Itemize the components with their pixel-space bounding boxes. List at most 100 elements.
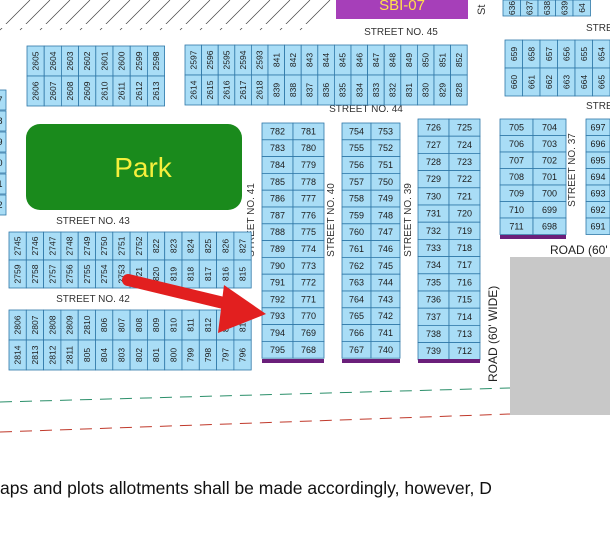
plot-844[interactable]: 844: [317, 44, 335, 76]
plot-694[interactable]: 694: [585, 168, 610, 186]
plot-742[interactable]: 742: [370, 307, 401, 325]
plot-710[interactable]: 710: [499, 201, 534, 219]
plot-788[interactable]: 788: [261, 223, 294, 242]
plot-701[interactable]: 701: [532, 168, 567, 186]
plot-774[interactable]: 774: [292, 240, 325, 258]
plot-658[interactable]: 658: [522, 39, 541, 69]
plot-2611[interactable]: 2611: [112, 75, 131, 107]
plot-754[interactable]: 754: [341, 122, 372, 141]
plot-804[interactable]: 804: [95, 339, 114, 371]
plot-720[interactable]: 720: [448, 204, 481, 223]
plot-802[interactable]: 802: [129, 339, 148, 371]
plot-2754[interactable]: 2754: [95, 259, 114, 289]
plot-833[interactable]: 833: [367, 74, 385, 106]
plot-806[interactable]: 806: [95, 309, 114, 341]
plot-832[interactable]: 832: [383, 74, 402, 106]
plot-2613[interactable]: 2613: [146, 75, 165, 107]
plot-2750[interactable]: 2750: [95, 231, 114, 261]
plot-771[interactable]: 771: [292, 290, 325, 309]
plot-815[interactable]: 815: [233, 259, 252, 289]
plot-712[interactable]: 712: [448, 342, 481, 361]
plot-749[interactable]: 749: [370, 189, 401, 208]
plot-740[interactable]: 740: [370, 340, 401, 359]
plot-2610[interactable]: 2610: [95, 75, 114, 107]
plot-2609[interactable]: 2609: [78, 75, 97, 107]
plot-791[interactable]: 791: [261, 273, 294, 292]
plot-2601[interactable]: 2601: [95, 45, 114, 77]
plot-692[interactable]: 692: [585, 201, 610, 219]
plot-719[interactable]: 719: [448, 221, 481, 240]
plot-703[interactable]: 703: [532, 135, 567, 153]
plot-728[interactable]: 728: [417, 152, 450, 171]
plot-805[interactable]: 805: [77, 339, 96, 371]
plot-784[interactable]: 784: [261, 156, 294, 174]
plot-776[interactable]: 776: [292, 206, 325, 225]
plot-790[interactable]: 790: [261, 256, 294, 275]
plot-656[interactable]: 656: [557, 39, 576, 69]
plot-780[interactable]: 780: [292, 139, 325, 158]
plot-704[interactable]: 704: [532, 118, 567, 136]
plot-2751[interactable]: 2751: [112, 231, 131, 261]
plot-845[interactable]: 845: [333, 44, 352, 76]
plot-1[interactable]: 1: [0, 173, 7, 195]
plot-752[interactable]: 752: [370, 139, 401, 158]
plot-777[interactable]: 777: [292, 189, 325, 208]
plot-730[interactable]: 730: [417, 187, 450, 206]
plot-709[interactable]: 709: [499, 184, 534, 202]
plot-792[interactable]: 792: [261, 290, 294, 309]
plot-2607[interactable]: 2607: [43, 75, 62, 107]
plot-2600[interactable]: 2600: [112, 45, 131, 77]
plot-801[interactable]: 801: [146, 339, 166, 371]
plot-823[interactable]: 823: [164, 231, 183, 261]
plot-738[interactable]: 738: [417, 324, 450, 343]
plot-778[interactable]: 778: [292, 172, 325, 191]
plot-729[interactable]: 729: [417, 170, 450, 189]
plot-2606[interactable]: 2606: [26, 75, 45, 107]
plot-2612[interactable]: 2612: [129, 75, 148, 107]
plot-746[interactable]: 746: [370, 240, 401, 258]
plot-2808[interactable]: 2808: [43, 309, 62, 341]
plot-849[interactable]: 849: [400, 44, 418, 76]
plot-761[interactable]: 761: [341, 240, 372, 258]
plot-713[interactable]: 713: [448, 324, 481, 343]
plot-726[interactable]: 726: [417, 118, 450, 137]
plot-748[interactable]: 748: [370, 206, 401, 225]
plot-706[interactable]: 706: [499, 135, 534, 153]
plot-782[interactable]: 782: [261, 122, 294, 141]
plot-794[interactable]: 794: [261, 324, 294, 342]
plot-696[interactable]: 696: [585, 135, 610, 153]
plot-716[interactable]: 716: [448, 273, 481, 292]
plot-660[interactable]: 660: [504, 67, 523, 97]
plot-693[interactable]: 693: [585, 184, 610, 202]
plot-715[interactable]: 715: [448, 290, 481, 309]
plot-841[interactable]: 841: [267, 44, 286, 76]
plot-809[interactable]: 809: [146, 309, 166, 341]
plot-697[interactable]: 697: [585, 118, 610, 136]
plot-798[interactable]: 798: [198, 339, 218, 371]
plot-830[interactable]: 830: [416, 74, 435, 106]
plot-2616[interactable]: 2616: [217, 74, 236, 106]
plot-800[interactable]: 800: [164, 339, 183, 371]
plot-2757[interactable]: 2757: [43, 259, 62, 289]
plot-7[interactable]: 7: [0, 89, 7, 111]
plot-818[interactable]: 818: [181, 259, 200, 289]
plot-732[interactable]: 732: [417, 221, 450, 240]
plot-768[interactable]: 768: [292, 340, 325, 359]
plot-718[interactable]: 718: [448, 238, 481, 257]
plot-724[interactable]: 724: [448, 135, 481, 154]
plot-735[interactable]: 735: [417, 273, 450, 292]
plot-760[interactable]: 760: [341, 223, 372, 242]
plot-808[interactable]: 808: [129, 309, 148, 341]
plot-836[interactable]: 836: [317, 74, 335, 106]
plot-817[interactable]: 817: [198, 259, 218, 289]
plot-9[interactable]: 9: [0, 131, 7, 153]
plot-731[interactable]: 731: [417, 204, 450, 223]
plot-843[interactable]: 843: [300, 44, 319, 76]
plot-2745[interactable]: 2745: [8, 231, 27, 261]
plot-812[interactable]: 812: [198, 309, 218, 341]
plot-736[interactable]: 736: [417, 290, 450, 309]
plot-727[interactable]: 727: [417, 135, 450, 154]
plot-2755[interactable]: 2755: [77, 259, 96, 289]
plot-659[interactable]: 659: [504, 39, 523, 69]
plot-2806[interactable]: 2806: [8, 309, 27, 341]
